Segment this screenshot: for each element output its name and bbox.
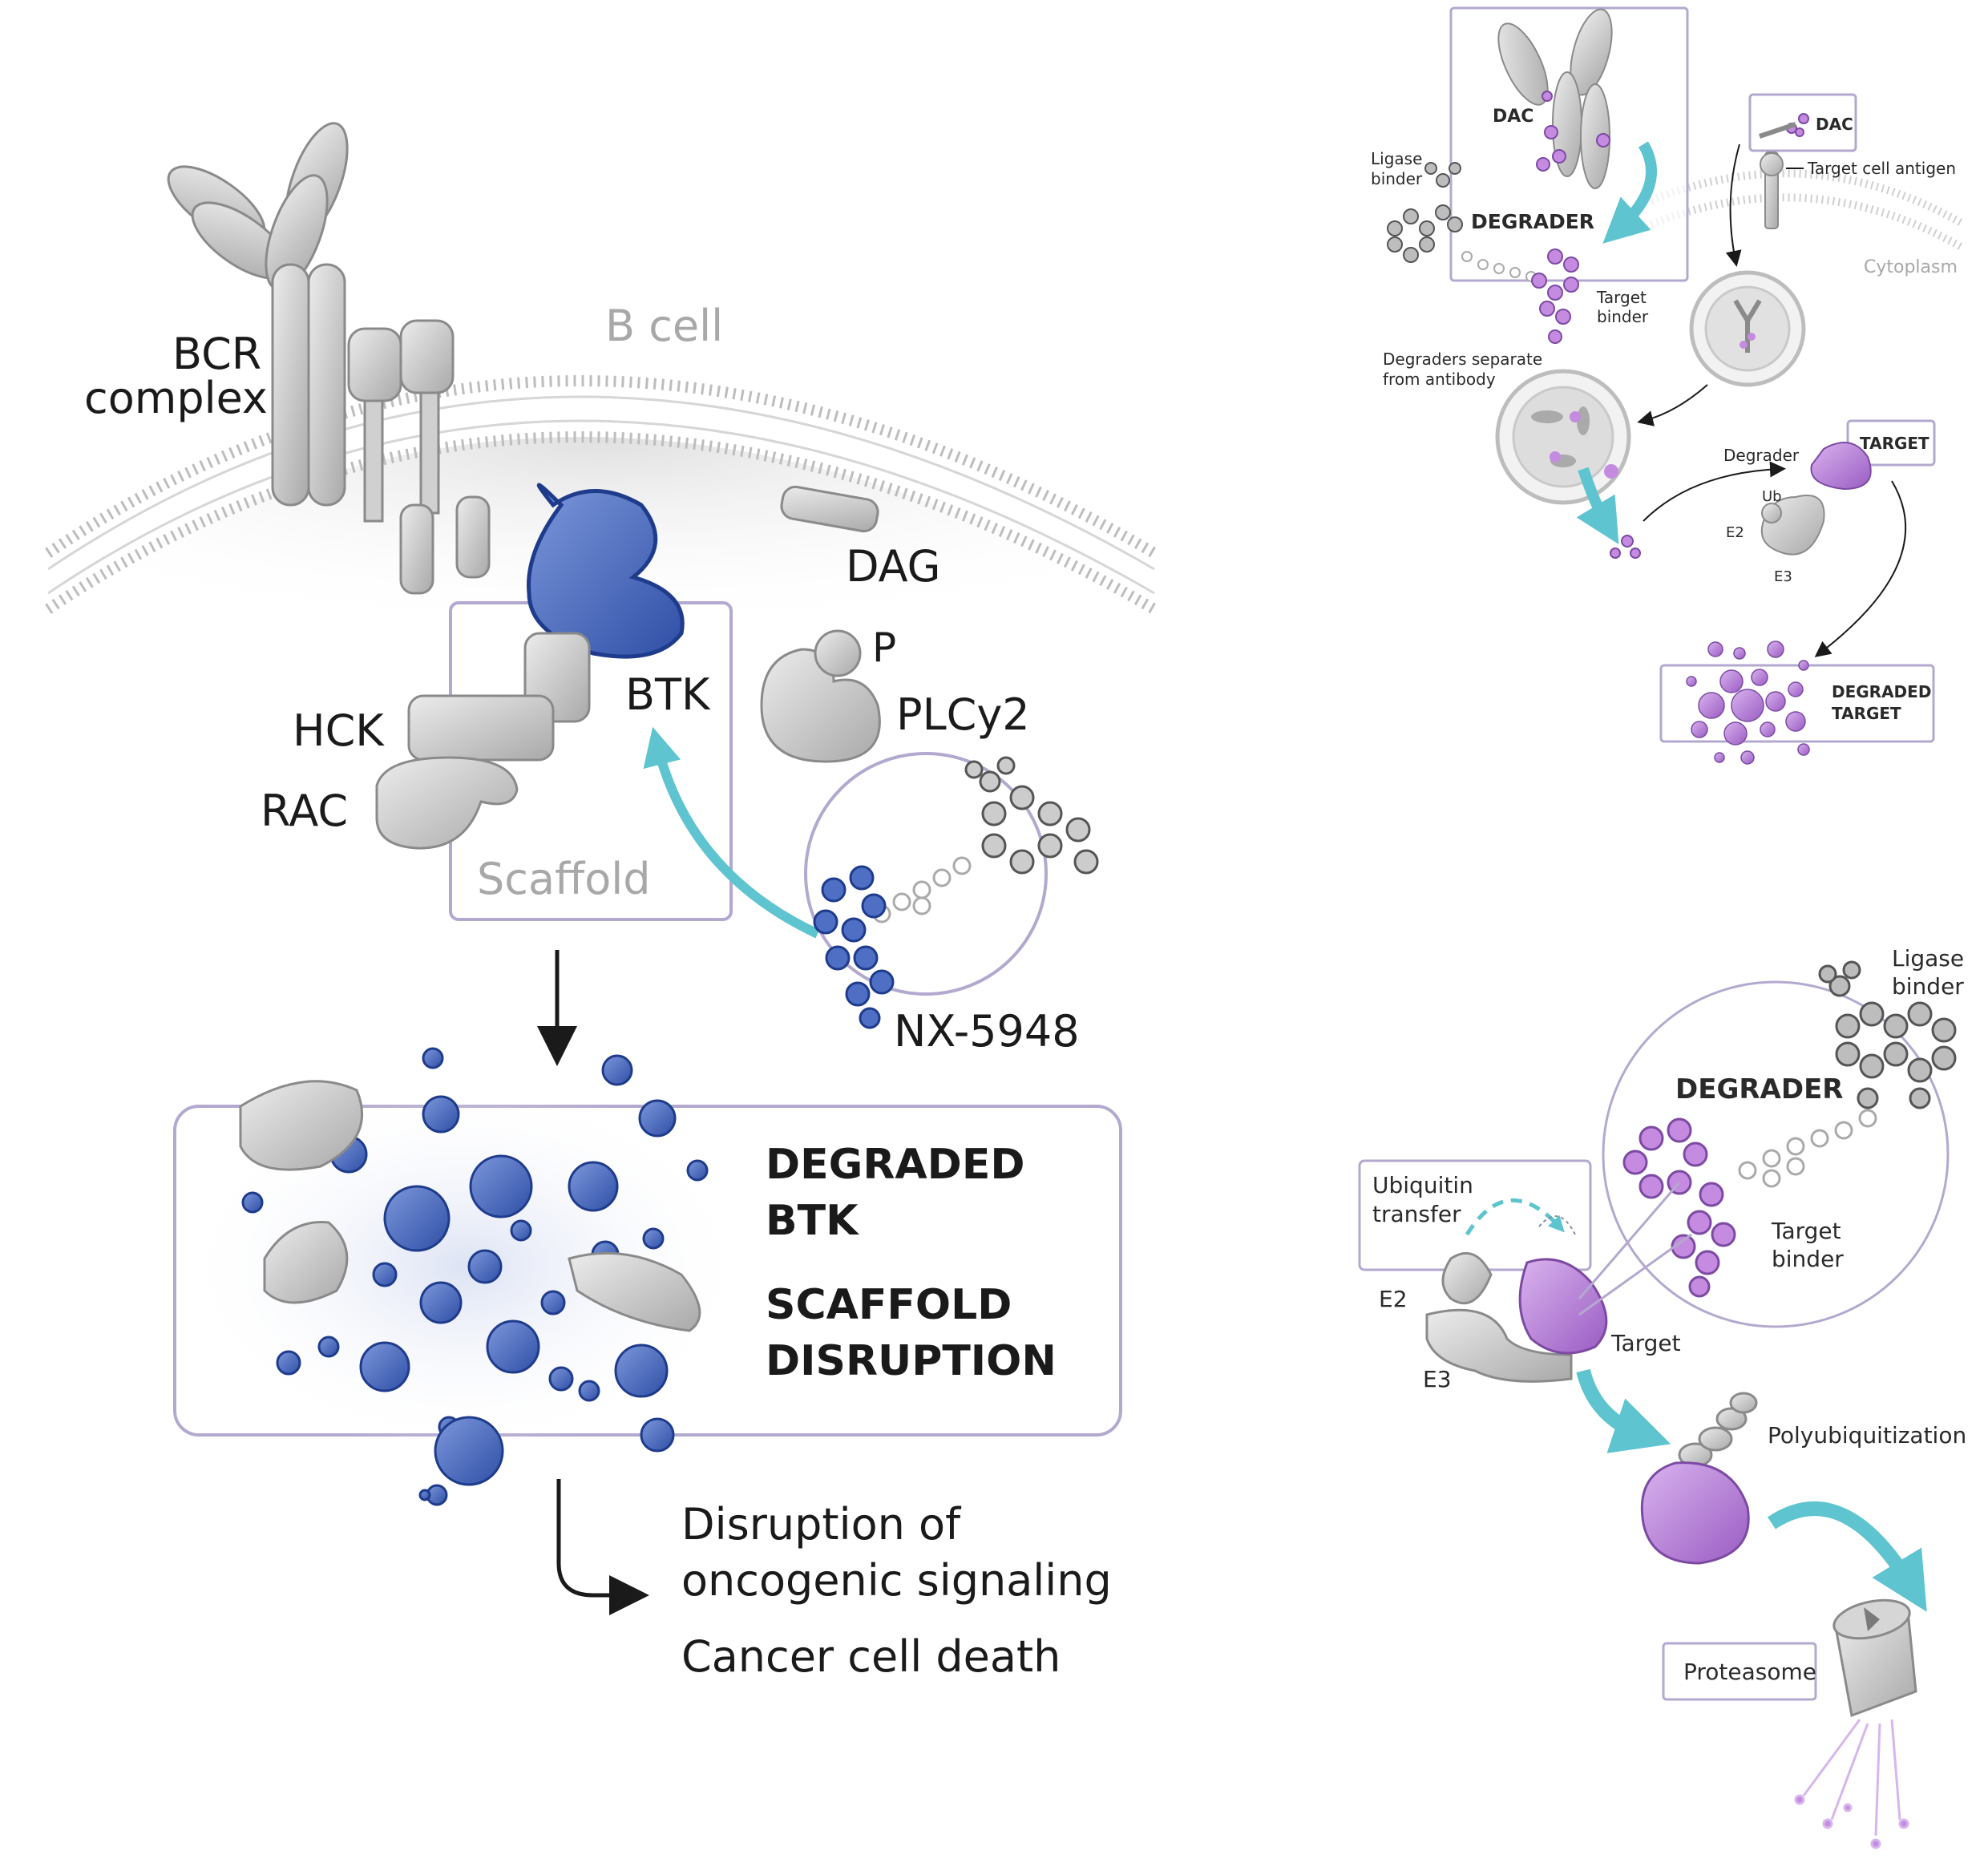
tr-e2-icon bbox=[1761, 503, 1782, 523]
polyub-target-icon bbox=[1640, 1461, 1750, 1565]
release-teal-arrow bbox=[1576, 467, 1619, 545]
to-target-arrow bbox=[1643, 461, 1786, 522]
polyubiquitization-label: Polyubiquitization bbox=[1768, 1422, 1966, 1449]
br-target-binder-line1: Target bbox=[1771, 1218, 1841, 1244]
br-degrader-label: DEGRADER bbox=[1675, 1073, 1843, 1105]
tr-degrader-molecule-icon bbox=[1387, 162, 1579, 344]
br-ligase-line1: Ligase bbox=[1892, 945, 1964, 972]
rac-label: RAC bbox=[261, 786, 348, 836]
bottom-right-panel: Ligase binder DEGRADER Targ bbox=[1358, 945, 1966, 1849]
nx-5948-molecule-icon bbox=[804, 752, 1099, 1029]
br-ligase-line2: binder bbox=[1892, 973, 1964, 1000]
ubiquitin-chain-icon bbox=[1678, 1392, 1758, 1468]
br-binding-line2 bbox=[1578, 1233, 1692, 1316]
dag-shape bbox=[780, 485, 879, 533]
tr-ligase-line1: Ligase bbox=[1371, 149, 1422, 168]
peptide-spray-icon bbox=[1794, 1719, 1909, 1849]
nx-5948-label: NX-5948 bbox=[894, 1006, 1080, 1057]
scaffold-fragments bbox=[239, 1080, 701, 1332]
dac-payload-dots bbox=[1536, 91, 1610, 172]
endosome-1-icon bbox=[1689, 270, 1806, 387]
separate-line1: Degraders separate bbox=[1383, 350, 1542, 369]
degraded-label-line1: DEGRADED bbox=[766, 1141, 1025, 1189]
antigen-head-icon bbox=[1760, 152, 1784, 176]
target-cell-antigen-label: Target cell antigen bbox=[1807, 159, 1956, 178]
scaffold-disruption-line1: SCAFFOLD bbox=[766, 1281, 1012, 1329]
internalization-arrow bbox=[1725, 143, 1742, 267]
ubiquitin-line1: Ubiquitin bbox=[1372, 1172, 1473, 1198]
btk-fragments bbox=[241, 1047, 709, 1506]
dac-small-label: DAC bbox=[1816, 115, 1853, 134]
bcr-complex-icon bbox=[167, 122, 491, 595]
br-degrader-molecule-icon bbox=[1622, 960, 1957, 1298]
target-box-label: TARGET bbox=[1860, 434, 1929, 453]
tr-target-protein-icon bbox=[1810, 442, 1872, 491]
tr-membrane bbox=[1650, 169, 1966, 228]
br-e2-icon bbox=[1441, 1251, 1493, 1305]
br-target-protein-icon bbox=[1518, 1258, 1608, 1355]
br-target-label: Target bbox=[1610, 1330, 1681, 1356]
antibody-icon bbox=[1497, 8, 1613, 189]
dac-teal-arrow bbox=[1602, 141, 1657, 244]
br-e3-label: E3 bbox=[1423, 1366, 1452, 1392]
b-cell-label: B cell bbox=[605, 301, 723, 351]
tr-ub-label: Ub bbox=[1762, 488, 1782, 505]
tr-degrader-label: DEGRADER bbox=[1471, 210, 1594, 233]
purple-fragments bbox=[1686, 641, 1810, 765]
cytoplasm-label: Cytoplasm bbox=[1864, 257, 1958, 277]
endosome-arrow bbox=[1637, 384, 1708, 426]
outcome1-line2: oncogenic signaling bbox=[681, 1555, 1112, 1606]
scaffold-disruption-line2: DISRUPTION bbox=[766, 1337, 1057, 1385]
outcome1-line1: Disruption of bbox=[681, 1499, 962, 1550]
p-label: P bbox=[872, 624, 896, 671]
cell-membrane bbox=[45, 375, 1158, 615]
bcr-label-line2: complex bbox=[84, 373, 268, 423]
btk-protein-icon bbox=[527, 483, 685, 659]
btk-label: BTK bbox=[625, 669, 711, 720]
tr-e2-label: E2 bbox=[1726, 524, 1744, 541]
br-degrader-circle bbox=[1602, 980, 1950, 1328]
dac-label: DAC bbox=[1493, 107, 1533, 127]
released-degrader-icon bbox=[1610, 535, 1641, 559]
rac-protein-icon bbox=[375, 756, 519, 850]
to-proteasome-teal-arrow bbox=[1768, 1501, 1927, 1612]
outcome2-label: Cancer cell death bbox=[681, 1631, 1061, 1682]
endosome-2-icon bbox=[1495, 369, 1631, 505]
br-binding-line1 bbox=[1578, 1182, 1681, 1299]
br-e2-label: E2 bbox=[1379, 1286, 1408, 1312]
separate-line2: from antibody bbox=[1383, 370, 1496, 389]
br-target-binder-line2: binder bbox=[1772, 1246, 1844, 1272]
to-polyub-teal-arrow bbox=[1576, 1368, 1671, 1453]
top-right-panel: Cytoplasm DAC bbox=[1371, 6, 1966, 765]
tr-membrane-inner bbox=[1650, 193, 1966, 253]
tr-target-binder-line1: Target bbox=[1596, 288, 1647, 307]
outcome-arrow bbox=[556, 1479, 649, 1615]
degraded-target-line1: DEGRADED bbox=[1832, 682, 1931, 701]
tr-degrader-small-label: Degrader bbox=[1723, 446, 1800, 465]
small-dac-arm bbox=[1759, 122, 1796, 139]
left-panel: B cell BCR complex DAG P PLCy2 bbox=[45, 122, 1158, 1682]
br-e3-icon bbox=[1425, 1308, 1573, 1383]
proteasome-label: Proteasome bbox=[1683, 1659, 1816, 1685]
degrader-to-btk-arrow bbox=[643, 726, 820, 939]
ubiquitin-teal-arrow bbox=[1465, 1198, 1565, 1236]
tr-target-binder-line2: binder bbox=[1597, 307, 1649, 326]
tr-ligase-line2: binder bbox=[1371, 169, 1423, 188]
dag-label: DAG bbox=[846, 541, 940, 592]
plcy2-protein-icon bbox=[760, 629, 881, 763]
proteasome-box bbox=[1662, 1642, 1817, 1701]
ubiquitin-line2: transfer bbox=[1372, 1201, 1461, 1227]
bcr-label-line1: BCR bbox=[172, 329, 261, 379]
hck-label: HCK bbox=[293, 705, 385, 756]
proteasome-icon bbox=[1832, 1598, 1917, 1718]
plcy2-label: PLCy2 bbox=[896, 689, 1030, 740]
hck-protein-icon bbox=[407, 694, 555, 762]
scaffold-label: Scaffold bbox=[477, 854, 651, 904]
to-degraded-arrow bbox=[1814, 480, 1907, 657]
degraded-label-line2: BTK bbox=[766, 1197, 859, 1245]
degraded-target-line2: TARGET bbox=[1832, 704, 1901, 723]
tr-e3-label: E3 bbox=[1774, 568, 1792, 585]
